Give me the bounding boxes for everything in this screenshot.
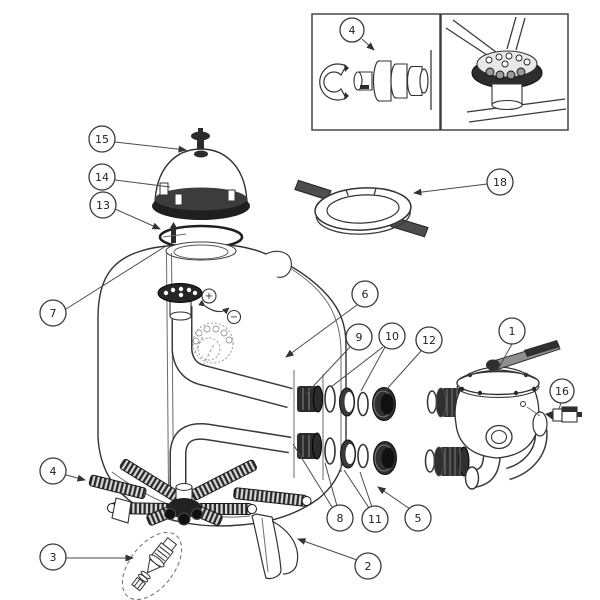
svg-text:11: 11 <box>368 513 382 526</box>
callout-16: 16 <box>549 378 575 404</box>
callout-18: 18 <box>486 168 514 196</box>
valve-elbow-mouth <box>464 466 480 490</box>
callout-5: 5 <box>404 504 432 532</box>
rotate-minus-icon: − <box>226 309 242 325</box>
lower-internal-pipe <box>169 422 292 492</box>
rotate-plus-icon: + <box>201 288 217 304</box>
callout-2: 2 <box>354 552 382 580</box>
svg-text:10: 10 <box>385 330 399 343</box>
lateral-fitting-detail <box>353 50 432 110</box>
callout-14: 14 <box>88 163 116 191</box>
air-relief-valve <box>191 128 210 153</box>
svg-text:15: 15 <box>95 133 109 146</box>
o-ring <box>324 437 336 465</box>
callout-11: 11 <box>361 505 389 533</box>
valve-side-port <box>532 411 548 437</box>
lateral <box>190 459 257 501</box>
drain-assembly <box>121 531 183 600</box>
lid-wrench <box>294 179 429 238</box>
lower-port-hardware <box>324 437 397 475</box>
callout-7: 7 <box>39 299 67 327</box>
port-nut <box>373 441 397 475</box>
svg-text:−: − <box>230 312 238 323</box>
svg-text:9: 9 <box>356 331 363 344</box>
valve-drain-fitting <box>526 406 582 423</box>
svg-text:2: 2 <box>365 560 372 573</box>
upper-internal-pipe <box>171 306 293 409</box>
bulkhead-panel <box>293 370 324 480</box>
washer <box>340 439 356 469</box>
dome-lid <box>152 148 250 220</box>
svg-text:4: 4 <box>50 465 57 478</box>
diffuser <box>157 283 203 321</box>
callout-9: 9 <box>345 323 373 351</box>
multiport-valve <box>454 340 561 490</box>
svg-text:13: 13 <box>96 199 110 212</box>
lateral-assembly <box>88 458 312 526</box>
svg-text:5: 5 <box>415 512 422 525</box>
svg-text:3: 3 <box>50 551 57 564</box>
leader-lines <box>65 38 562 562</box>
detached-lateral <box>88 474 147 499</box>
svg-text:16: 16 <box>555 385 569 398</box>
svg-text:+: + <box>205 291 213 302</box>
tank-leg <box>111 497 132 524</box>
detached-lateral <box>233 487 312 507</box>
svg-text:1: 1 <box>509 325 516 338</box>
lower-port <box>297 432 322 460</box>
lateral-hub <box>164 483 203 526</box>
port-nut <box>372 387 396 421</box>
callout-15: 15 <box>88 125 116 153</box>
hub-assembly-top-view <box>445 16 567 123</box>
upper-port-hardware <box>324 385 396 421</box>
callout-4-lateral: 4 <box>39 457 67 485</box>
callout-12: 12 <box>415 326 443 354</box>
tank-leg <box>251 513 299 580</box>
washer <box>339 387 355 417</box>
callout-4-inset: 4 <box>339 17 365 43</box>
diffuser-ghost <box>189 322 234 371</box>
upper-port <box>297 385 323 413</box>
rotation-arrow <box>198 299 230 315</box>
tank-opening <box>162 222 237 261</box>
inset-panel-right <box>440 13 569 131</box>
callout-10: 10 <box>378 322 406 350</box>
valve-union-lower <box>424 446 470 477</box>
valve-body <box>454 388 540 459</box>
o-ring <box>357 391 369 417</box>
callout-8: 8 <box>326 504 354 532</box>
svg-text:14: 14 <box>95 171 109 184</box>
svg-text:4: 4 <box>349 24 356 37</box>
svg-text:12: 12 <box>422 334 436 347</box>
svg-text:18: 18 <box>493 176 507 189</box>
svg-text:8: 8 <box>337 512 344 525</box>
valve-handle <box>486 340 561 371</box>
valve-top-flange <box>456 370 540 396</box>
callout-6: 6 <box>351 280 379 308</box>
o-ring <box>357 443 369 469</box>
callout-1: 1 <box>498 317 526 345</box>
svg-text:7: 7 <box>50 307 57 320</box>
o-ring <box>324 385 336 413</box>
retainer-clip-icon <box>319 63 349 101</box>
callout-3: 3 <box>39 543 67 571</box>
callout-13: 13 <box>89 191 117 219</box>
inset-panel-left <box>311 13 441 131</box>
svg-text:6: 6 <box>362 288 369 301</box>
